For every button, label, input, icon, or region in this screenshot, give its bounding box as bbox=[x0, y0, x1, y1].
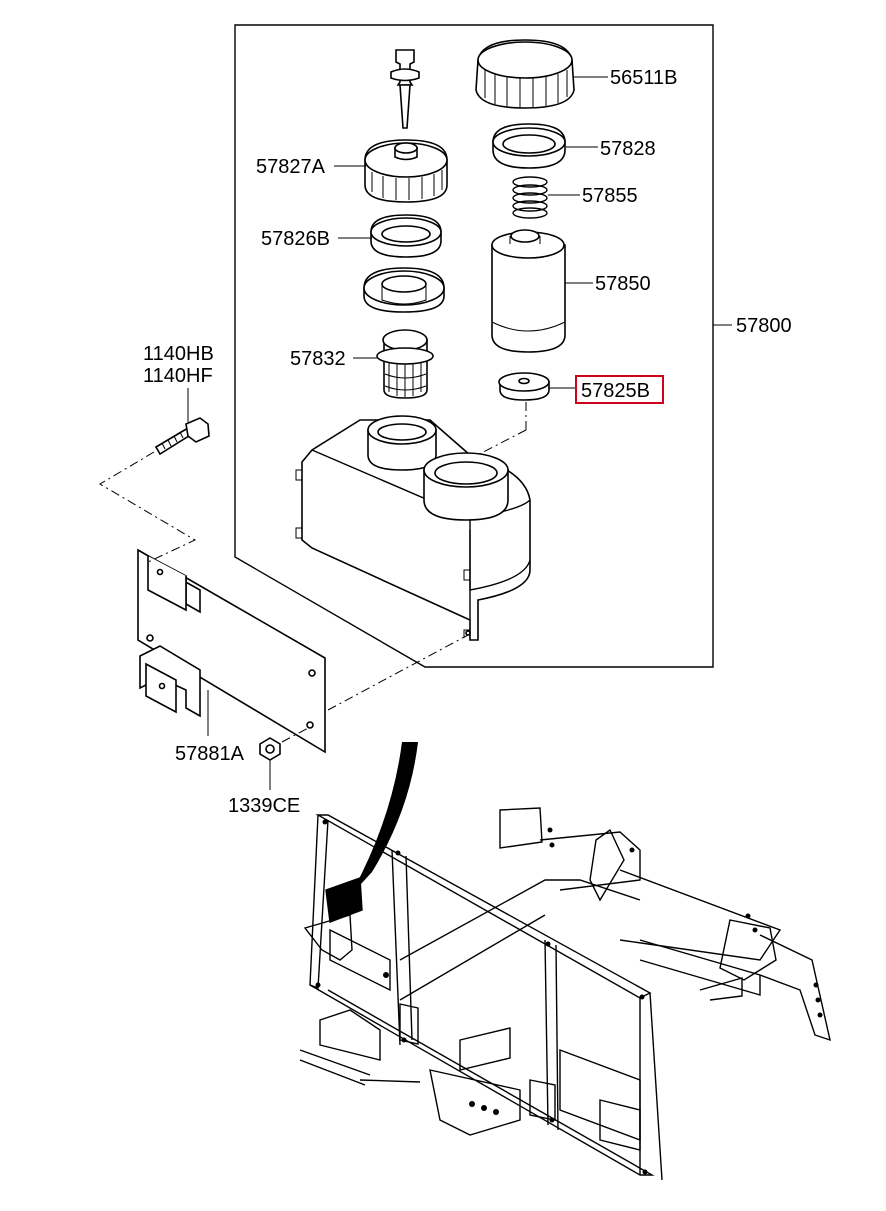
part-57826B[interactable] bbox=[370, 214, 442, 258]
label-57827A[interactable]: 57827A bbox=[256, 156, 326, 178]
label-56511B[interactable]: 56511B bbox=[610, 67, 677, 89]
part-57850[interactable] bbox=[491, 229, 566, 353]
part-dipstick[interactable] bbox=[390, 49, 420, 129]
label-57850[interactable]: 57850 bbox=[595, 273, 651, 295]
alignment-line-bolt bbox=[99, 451, 197, 563]
part-adapter-ring[interactable] bbox=[363, 267, 445, 313]
reservoir-tank[interactable] bbox=[295, 415, 531, 641]
label-1339CE[interactable]: 1339CE bbox=[228, 795, 300, 817]
label-1140HB[interactable]: 1140HB bbox=[143, 343, 214, 365]
selected-part-highlight bbox=[575, 375, 664, 404]
assembly-boundary bbox=[234, 24, 714, 668]
frame-bolt-holes bbox=[315, 819, 823, 1175]
alignment-line-nut bbox=[281, 726, 311, 743]
part-1339CE-nut[interactable] bbox=[259, 737, 281, 761]
label-57800[interactable]: 57800 bbox=[736, 315, 792, 337]
part-57881A[interactable] bbox=[137, 548, 326, 754]
vehicle-frame bbox=[299, 807, 831, 1181]
part-57825B[interactable] bbox=[498, 372, 550, 401]
label-57855[interactable]: 57855 bbox=[582, 185, 638, 207]
label-57825B[interactable]: 57825B bbox=[581, 380, 650, 402]
part-56511B[interactable] bbox=[475, 39, 575, 109]
part-57855[interactable] bbox=[512, 176, 548, 219]
label-57832[interactable]: 57832 bbox=[290, 348, 346, 370]
part-57828[interactable] bbox=[492, 123, 566, 169]
alignment-line-plate bbox=[327, 634, 469, 711]
label-1140HF[interactable]: 1140HF bbox=[143, 365, 213, 387]
part-57827A[interactable] bbox=[364, 139, 448, 203]
part-1140HB-bolt[interactable] bbox=[154, 417, 210, 456]
label-57828[interactable]: 57828 bbox=[600, 138, 656, 160]
label-57881A[interactable]: 57881A bbox=[175, 743, 245, 765]
location-pointer-arrow bbox=[350, 742, 418, 896]
label-57826B[interactable]: 57826B bbox=[261, 228, 330, 250]
part-57832[interactable] bbox=[376, 329, 434, 399]
